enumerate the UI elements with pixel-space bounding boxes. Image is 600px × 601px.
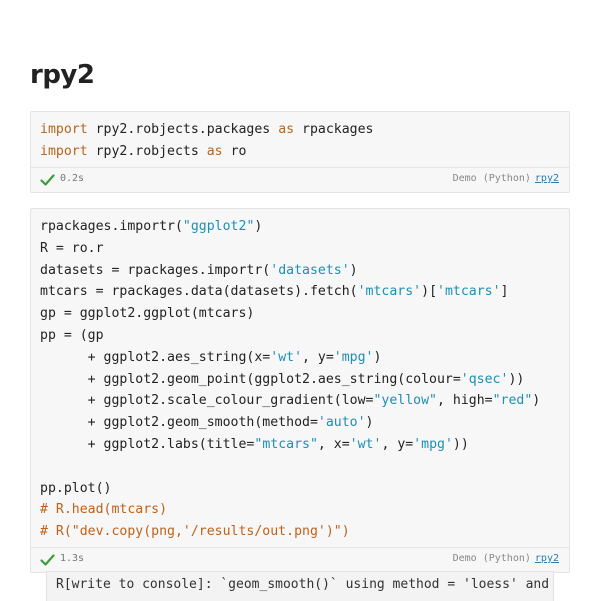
checkmark-icon <box>40 174 55 186</box>
execution-time: 1.3s <box>60 553 85 564</box>
code-token: "yellow" <box>373 393 437 409</box>
code-token: 'qsec' <box>460 371 509 387</box>
kernel-info: Demo (Python)rpy2 <box>453 173 559 184</box>
code-token: )[ <box>421 284 438 300</box>
code-line: rpackages.importr("ggplot2") <box>40 219 262 234</box>
code-line: + ggplot2.geom_smooth(method='auto') <box>40 415 374 431</box>
code-token: ) <box>254 219 263 234</box>
code-token: + ggplot2.aes_string(x= <box>40 349 271 365</box>
code-line: + ggplot2.geom_point(ggplot2.aes_string(… <box>40 371 525 387</box>
cell-status-bar: 1.3s Demo (Python)rpy2 <box>31 547 569 572</box>
code-token: , high= <box>437 393 493 409</box>
code-token: )) <box>452 436 469 452</box>
code-line: import rpy2.robjects as ro <box>40 144 246 159</box>
code-token: ) <box>349 262 358 278</box>
code-line: pp.plot() <box>40 481 111 496</box>
code-token: + ggplot2.geom_point(ggplot2.aes_string(… <box>40 371 461 387</box>
code-token: # R.head(mtcars) <box>40 502 168 518</box>
code-token: + ggplot2.labs(title= <box>40 436 255 452</box>
code-token: rpy2.robjects <box>87 143 207 159</box>
code-token: ) <box>373 349 382 365</box>
code-editor[interactable]: import rpy2.robjects.packages as rpackag… <box>31 112 569 167</box>
code-token: 'mpg' <box>413 436 453 452</box>
code-line: + ggplot2.aes_string(x='wt', y='mpg') <box>40 349 382 365</box>
code-token: + ggplot2.geom_smooth(method= <box>40 415 318 431</box>
code-cell-imports[interactable]: import rpy2.robjects.packages as rpackag… <box>30 111 570 193</box>
environment-link[interactable]: rpy2 <box>534 553 559 564</box>
code-cell-ggplot[interactable]: rpackages.importr("ggplot2") R = ro.r da… <box>30 208 570 573</box>
code-token: 'auto' <box>317 415 366 431</box>
code-token: rpy2.robjects.packages <box>87 122 279 137</box>
environment-link[interactable]: rpy2 <box>534 173 559 184</box>
code-line: R = ro.r <box>40 241 104 256</box>
code-line: pp = (gp <box>40 328 104 343</box>
code-token: rpackages <box>294 122 374 137</box>
code-token: ) <box>365 415 374 431</box>
code-token: pp.plot() <box>40 480 112 496</box>
code-token: datasets = rpackages.importr( <box>40 262 271 278</box>
code-token: 'mpg' <box>333 349 374 365</box>
code-token: 'mtcars' <box>437 284 501 300</box>
code-token: 'datasets' <box>270 262 350 278</box>
code-token: as <box>278 122 295 137</box>
code-token: import <box>40 143 88 159</box>
code-token: "mtcars" <box>254 436 318 452</box>
code-token: # R("dev.copy(png,'/results/out.png')") <box>40 524 350 540</box>
execution-time: 0.2s <box>60 173 85 184</box>
code-line: mtcars = rpackages.data(datasets).fetch(… <box>40 284 509 299</box>
code-line: # R.head(mtcars) <box>40 502 167 517</box>
code-token: as <box>206 143 223 159</box>
code-token: import <box>40 122 88 137</box>
page-title: rpy2 <box>30 60 95 90</box>
checkmark-icon <box>40 554 55 566</box>
code-token: gp = ggplot2.ggplot(mtcars) <box>40 306 255 322</box>
code-token: rpackages.importr( <box>40 219 183 234</box>
code-token: R = ro.r <box>40 240 104 256</box>
code-line: # R("dev.copy(png,'/results/out.png')") <box>40 524 350 539</box>
cell-status-bar: 0.2s Demo (Python)rpy2 <box>31 167 569 192</box>
code-token: mtcars = rpackages.data(datasets).fetch( <box>40 284 358 300</box>
code-token: 'mtcars' <box>357 284 422 300</box>
code-token: ) <box>532 393 541 409</box>
code-token: 'wt' <box>349 436 382 452</box>
code-line: gp = ggplot2.ggplot(mtcars) <box>40 306 254 321</box>
kernel-label: Demo (Python) <box>452 553 531 564</box>
code-token: pp = (gp <box>40 327 104 343</box>
code-token: , y= <box>381 436 414 452</box>
code-token: ] <box>500 284 509 300</box>
code-editor[interactable]: rpackages.importr("ggplot2") R = ro.r da… <box>31 209 569 547</box>
cell-output: R[write to console]: `geom_smooth()` usi… <box>46 571 554 601</box>
code-token: )) <box>508 371 525 387</box>
code-token: "red" <box>492 393 533 409</box>
kernel-info: Demo (Python)rpy2 <box>453 553 559 564</box>
code-line: + ggplot2.labs(title="mtcars", x='wt', y… <box>40 437 469 452</box>
kernel-label: Demo (Python) <box>452 173 531 184</box>
code-line: + ggplot2.scale_colour_gradient(low="yel… <box>40 393 541 409</box>
code-token: + ggplot2.scale_colour_gradient(low= <box>40 393 374 409</box>
code-line: datasets = rpackages.importr('datasets') <box>40 263 358 278</box>
console-output-text: R[write to console]: `geom_smooth()` usi… <box>56 577 550 592</box>
code-token: ro <box>222 143 247 159</box>
code-token: 'wt' <box>270 349 303 365</box>
code-line: import rpy2.robjects.packages as rpackag… <box>40 122 374 137</box>
code-token: "ggplot2" <box>182 219 255 234</box>
code-token: , y= <box>302 349 334 365</box>
code-token: , x= <box>317 436 350 452</box>
